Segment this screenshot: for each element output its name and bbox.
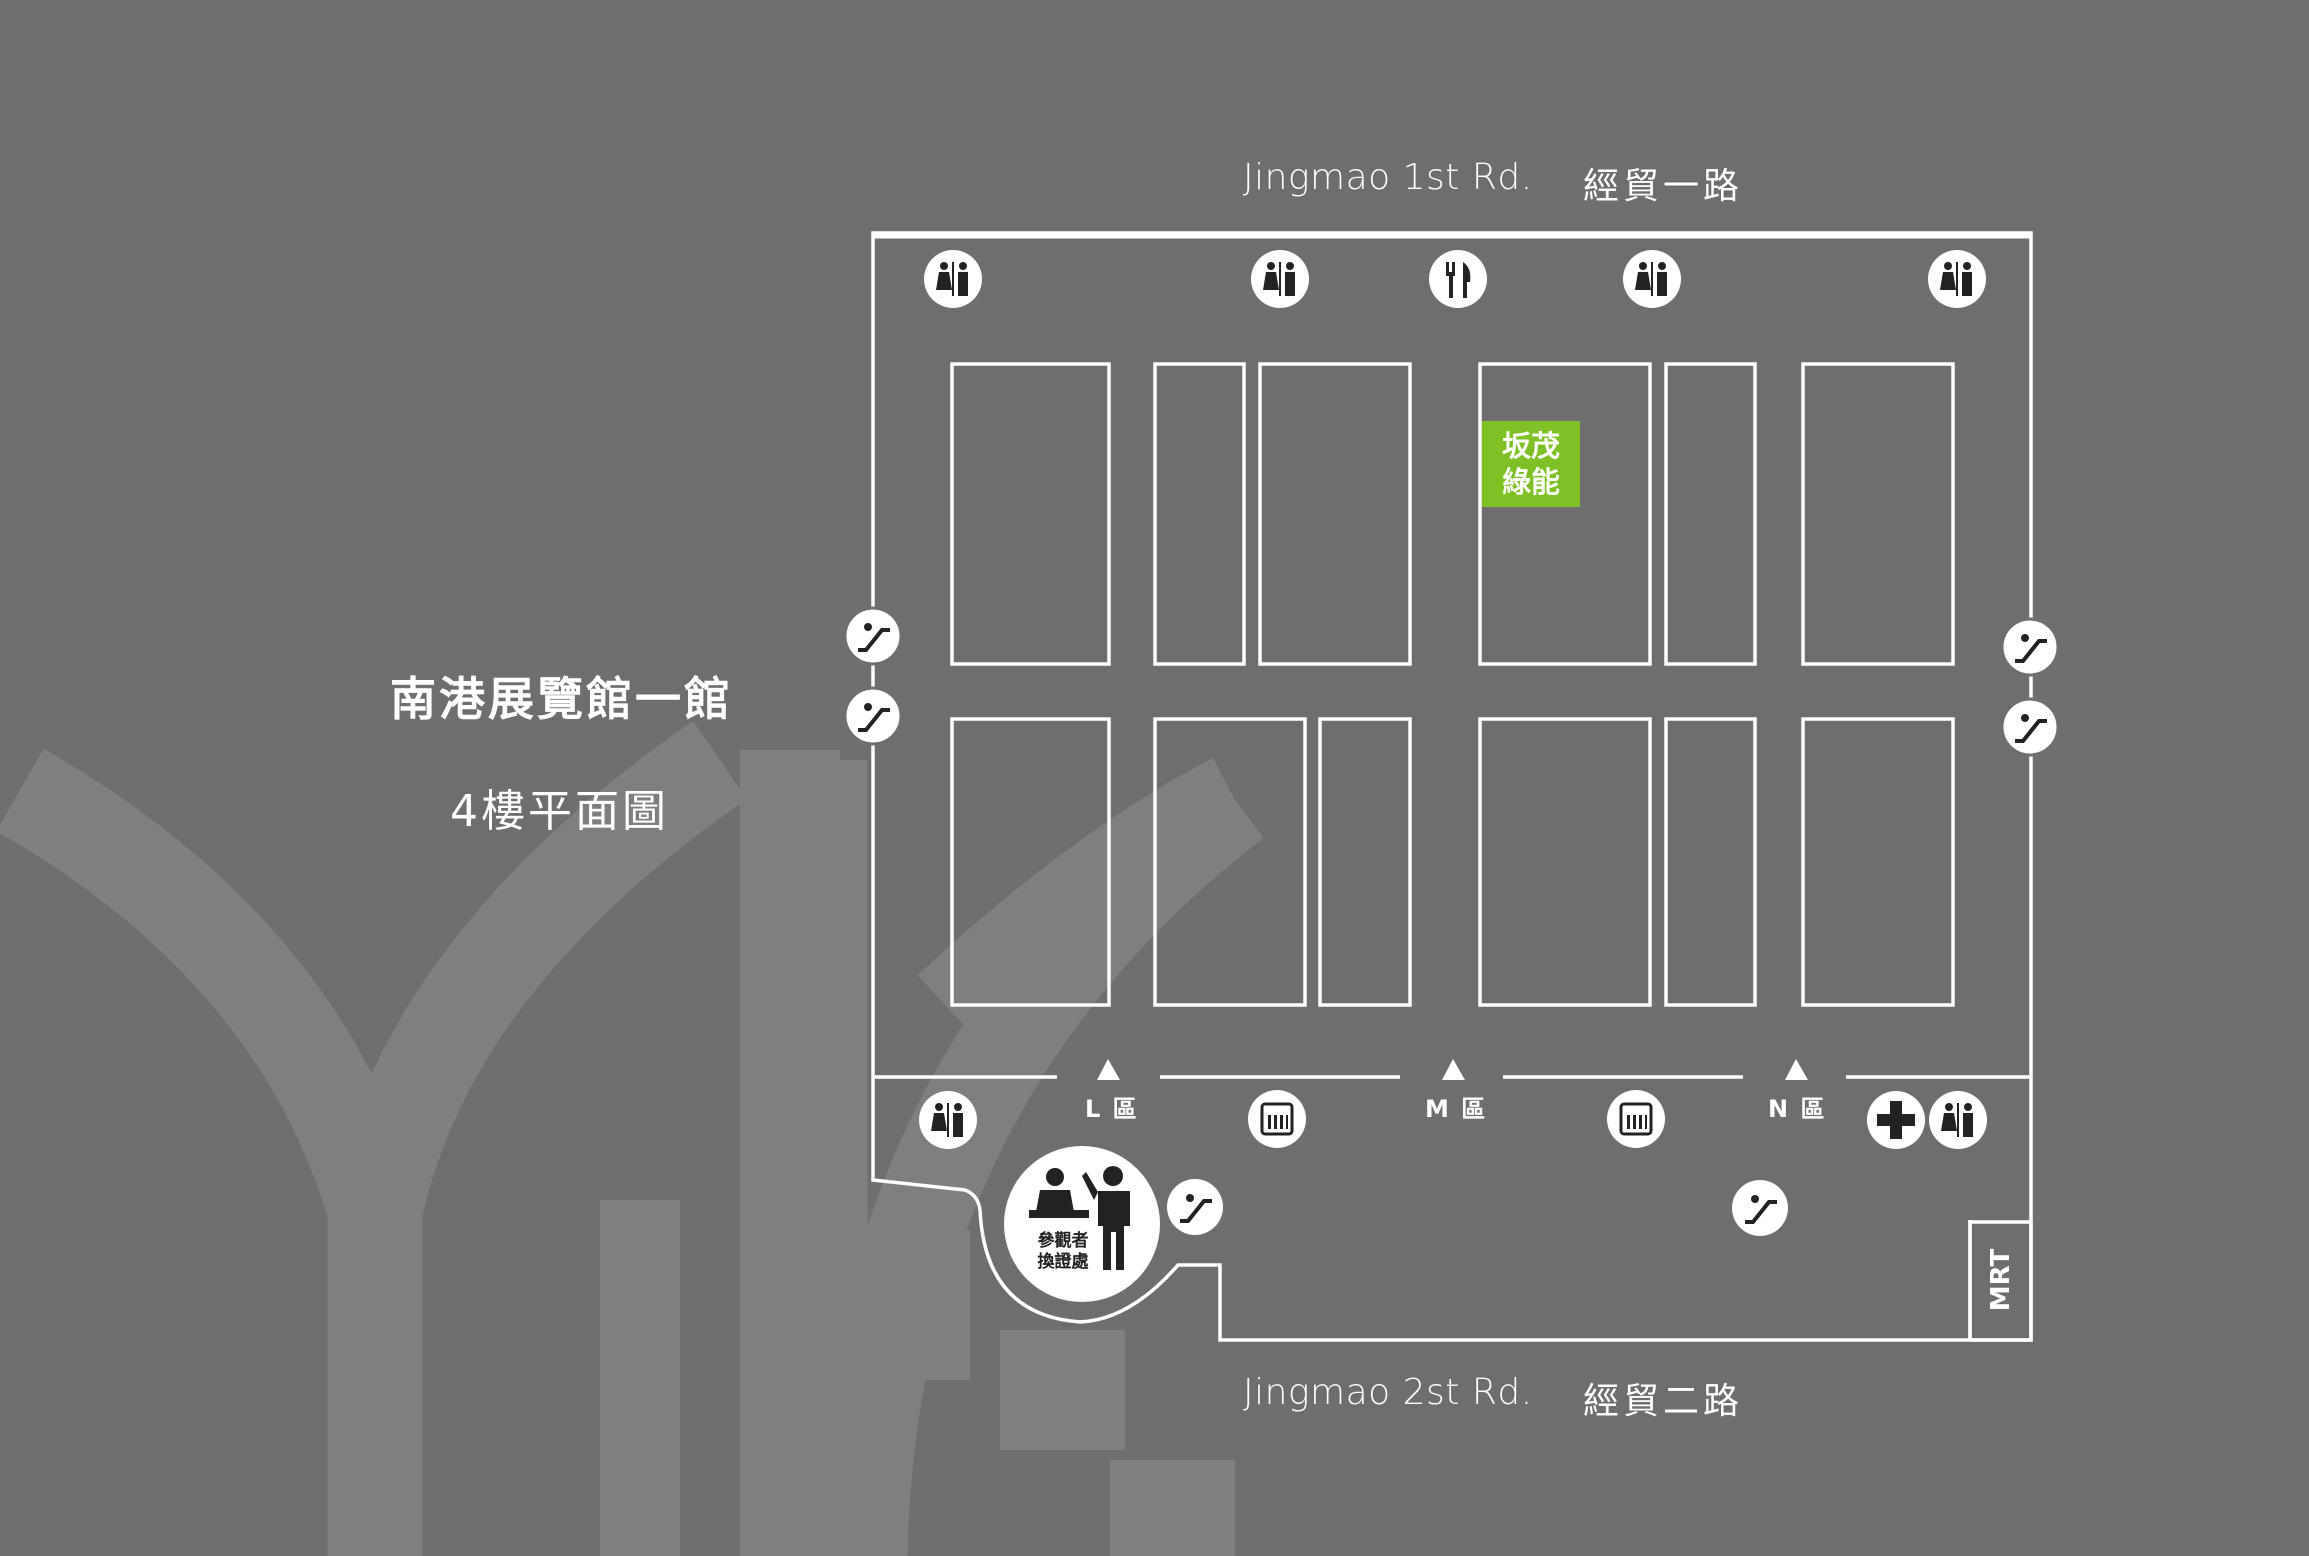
escalator-down-icon: [843, 686, 903, 746]
hall-block: [950, 717, 1111, 1007]
escalator-up-icon: [1732, 1180, 1788, 1236]
hall-block: [1801, 362, 1955, 666]
mrt-label: MRT: [1986, 1248, 2016, 1312]
hall-block: [1478, 362, 1652, 666]
hall-block: [1153, 362, 1246, 666]
north-road-en: Jingmao 1st Rd.: [1243, 157, 1533, 198]
hall-block: [1664, 717, 1757, 1007]
north-road-zh: 經貿一路: [1583, 166, 1744, 207]
escalator-up-icon: [843, 606, 903, 666]
fork-knife-icon: [1429, 250, 1487, 308]
escalator-down-icon: [2000, 697, 2060, 757]
highlighted-booth[interactable]: 坂茂 綠能: [1482, 421, 1580, 507]
restroom-icon: [924, 250, 982, 308]
hall-block: [1258, 362, 1412, 666]
triangle-up-icon: [1097, 1059, 1120, 1080]
restroom-icon: [1929, 1091, 1987, 1149]
building-outline: [871, 231, 2033, 1342]
elevator-icon: [1607, 1090, 1665, 1148]
south-road-zh: 經貿二路: [1583, 1381, 1744, 1422]
mrt-box: [1968, 1220, 2033, 1342]
hall-block: [1318, 717, 1412, 1007]
zone-label-m: M 區: [1425, 1095, 1488, 1123]
venue-name: 南港展覽館一館: [390, 672, 733, 726]
triangle-up-icon: [1442, 1059, 1465, 1080]
booth-label-line2: 綠能: [1501, 465, 1560, 499]
registration-label-line2: 換證處: [1037, 1252, 1089, 1272]
floor-plan-title: 4樓平面圖: [450, 786, 669, 837]
hall-block: [1664, 362, 1757, 666]
hall-block: [1478, 717, 1652, 1007]
escalator-up-icon: [1167, 1179, 1223, 1235]
hall-block: [1801, 717, 1955, 1007]
registration-label-line1: 參觀者: [1037, 1231, 1089, 1251]
restroom-icon: [1251, 250, 1309, 308]
zone-label-l: L 區: [1085, 1095, 1139, 1123]
zone-label-n: N 區: [1768, 1095, 1827, 1123]
restroom-icon: [1928, 250, 1986, 308]
booth-label-line1: 坂茂: [1501, 429, 1560, 463]
registration-desk-icon: [1004, 1146, 1160, 1302]
south-road-en: Jingmao 2st Rd.: [1243, 1372, 1533, 1413]
restroom-icon: [919, 1091, 977, 1149]
escalator-up-icon: [2000, 617, 2060, 677]
first-aid-icon: [1867, 1091, 1925, 1149]
restroom-icon: [1623, 250, 1681, 308]
elevator-icon: [1248, 1090, 1306, 1148]
hall-block: [1153, 717, 1307, 1007]
registration-label: 參觀者 換證處: [1033, 1231, 1093, 1273]
triangle-up-icon: [1785, 1059, 1808, 1080]
hall-block: [950, 362, 1111, 666]
